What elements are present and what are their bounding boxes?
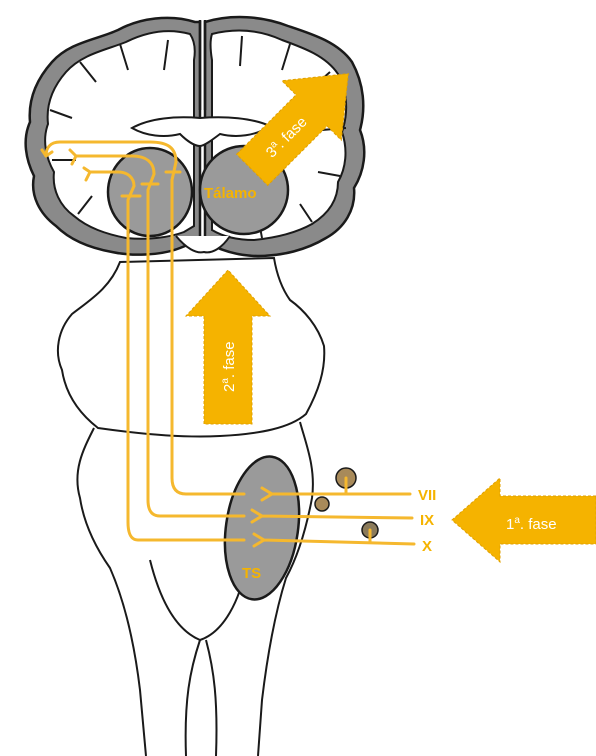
phase1-label: 1a. fase: [506, 515, 557, 533]
phase1-arrow: 1a. fase: [452, 478, 596, 562]
ganglion-ix: [315, 497, 329, 511]
ts-label: TS: [242, 565, 261, 582]
nerve-vii-label: VII: [418, 487, 436, 504]
nerve-ix-label: IX: [420, 512, 434, 529]
pons-outline: [58, 258, 324, 437]
phase2-label: 2a. fase: [220, 341, 238, 392]
thalamus-label: Tálamo: [204, 185, 257, 202]
nerve-x-label: X: [422, 538, 432, 555]
median-fissure: [186, 640, 217, 756]
longitudinal-fissure: [200, 20, 205, 110]
